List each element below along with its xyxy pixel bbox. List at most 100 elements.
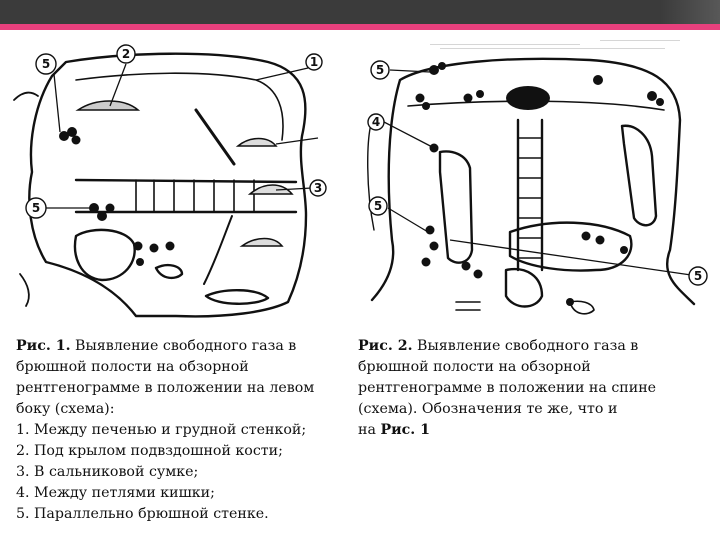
gas-dot (415, 93, 425, 103)
bowel-loop (569, 300, 595, 315)
gas-dot (71, 135, 81, 145)
gas-dot (463, 93, 473, 103)
caption-2-line: брюшной полости на обзорной (358, 359, 591, 375)
colon-bottom (508, 221, 633, 272)
bowel-loop (504, 267, 544, 308)
colon-right (620, 124, 658, 227)
gas-dot (422, 102, 430, 110)
callout-line (275, 137, 319, 145)
body-outline (28, 52, 308, 318)
cavity-line (75, 72, 284, 141)
bowel-left (73, 228, 136, 282)
decor-line (600, 40, 680, 41)
gas-dot (425, 225, 435, 235)
body-outline (370, 57, 696, 306)
gas-dot (97, 211, 107, 221)
top-banner-accent-stripe (0, 24, 720, 30)
gas-dot (656, 98, 664, 106)
callout-circle (370, 60, 390, 80)
figure-1-svg: 5 2 1 5 3 (13, 44, 327, 318)
callout-circle (367, 113, 385, 131)
spine (516, 118, 544, 272)
callout-circle (116, 44, 136, 64)
callout-circle (309, 179, 327, 197)
top-banner-dark (0, 0, 720, 24)
gas-dot (473, 269, 483, 279)
callout-line (53, 73, 61, 133)
gas-dot (438, 62, 446, 70)
callout-label: 5 (374, 199, 382, 213)
edge-loop (19, 273, 30, 307)
gas-dot (429, 241, 439, 251)
caption-2-label: Рис. 2. (358, 338, 413, 354)
caption-2-last-line: на Рис. 1 (358, 420, 708, 441)
edge-loop (13, 91, 39, 101)
caption-1-line: 2. Под крылом подвздошной кости; (16, 443, 283, 459)
gas-dot (133, 241, 143, 251)
gas-cap (247, 184, 294, 195)
caption-1-line: 1. Между печенью и грудной стенкой; (16, 422, 307, 438)
gas-dot (461, 261, 471, 271)
gas-cap (75, 100, 141, 111)
caption-1-line: брюшной полости на обзорной (16, 359, 249, 375)
callout-label: 5 (376, 63, 384, 77)
gas-dot (59, 131, 69, 141)
gas-dot (476, 90, 484, 98)
callout-circle (688, 266, 708, 286)
top-banner (0, 0, 720, 30)
callout-circle (305, 53, 323, 71)
callout-circle (35, 53, 57, 75)
callout-circle (368, 196, 388, 216)
callout-line (383, 121, 439, 151)
gas-dot (593, 75, 603, 85)
gas-cap (235, 137, 278, 147)
decor-line (430, 44, 580, 45)
gas-dot (566, 298, 574, 306)
gas-cap (239, 237, 284, 247)
gas-dot (105, 203, 115, 213)
bottom-organ (154, 263, 184, 280)
caption-2-title-text: Выявление свободного газа в (412, 338, 639, 354)
callout-line (255, 67, 309, 81)
caption-2-line: (схема). Обозначения те же, что и (358, 401, 618, 417)
decor-line (440, 48, 665, 49)
callout-line (275, 187, 313, 191)
gas-dot (429, 65, 439, 75)
gas-dot (421, 257, 431, 267)
callout-line (449, 239, 699, 277)
caption-1-label: Рис. 1. (16, 338, 71, 354)
callout-line (109, 63, 127, 107)
figure-1-diagram: 5 2 1 5 3 (6, 40, 340, 328)
gas-dot (149, 243, 159, 253)
top-banner-fade (660, 0, 720, 24)
gas-dot (647, 91, 657, 101)
figure-2-diagram: 5 4 5 5 (360, 40, 714, 328)
bottom-organ (204, 289, 270, 305)
iliac-line (203, 215, 233, 285)
callout-label: 2 (122, 47, 130, 61)
caption-2-title-line: Рис. 2. Выявление свободного газа в (358, 336, 708, 357)
callout-line (389, 69, 431, 73)
gas-dot (67, 127, 77, 137)
gas-dot (165, 241, 175, 251)
gas-dot (136, 258, 144, 266)
gas-dot (581, 231, 591, 241)
caption-1-line: 3. В сальниковой сумке; (16, 464, 199, 480)
caption-1-line: 5. Параллельно брюшной стенке. (16, 506, 269, 522)
gas-dot (595, 235, 605, 245)
callout-circle (25, 197, 47, 219)
callout-label: 1 (310, 55, 318, 69)
vertebrae (135, 179, 255, 213)
caption-1-line: боку (схема): (16, 401, 115, 417)
callout-line (387, 207, 429, 233)
stomach-gas (506, 86, 550, 110)
caption-2-last-prefix: на (358, 422, 381, 438)
spine-band (74, 178, 298, 214)
caption-2-line: рентгенограмме в положении на спине (358, 380, 657, 396)
figure-2-caption: Рис. 2. Выявление свободного газа в брюш… (358, 336, 708, 441)
caption-1-title-line: Рис. 1. Выявление свободного газа в (16, 336, 352, 357)
caption-2-figure-ref: Рис. 1 (380, 422, 431, 438)
callout-label: 3 (314, 181, 322, 195)
colon-left (438, 150, 474, 264)
gas-dot (620, 246, 628, 254)
